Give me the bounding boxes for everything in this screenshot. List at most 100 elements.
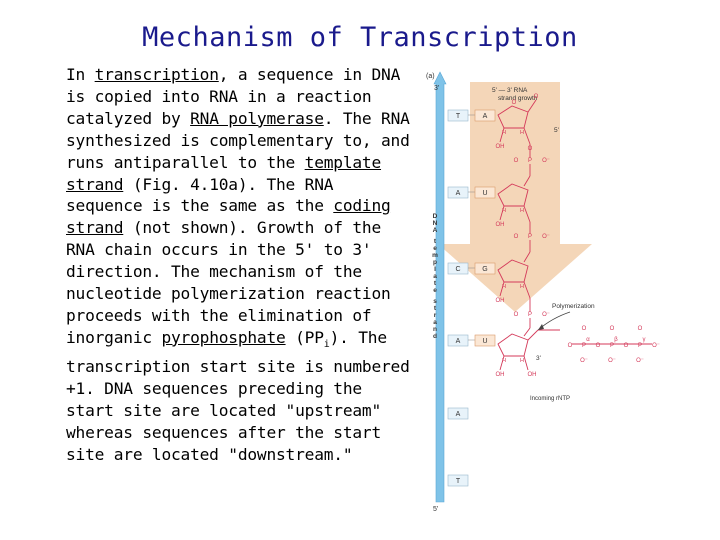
rna-base: G	[482, 266, 487, 273]
atom-label: α	[586, 337, 590, 343]
atom-labels: O O P O O⁻ O P O O⁻ P O O⁻ OH OH OH OH O…	[496, 94, 660, 378]
three-prime-label: 3'	[536, 355, 541, 362]
ribose-ring	[497, 105, 529, 129]
atom-label: β	[614, 337, 618, 343]
template-base: C	[455, 266, 460, 273]
template-bases: T A C A A T	[447, 109, 469, 487]
bond	[499, 205, 505, 221]
bond	[499, 127, 505, 143]
bond	[523, 281, 531, 299]
text-segment: (Fig. 4.10a). The RNA sequence is the sa…	[66, 174, 334, 216]
template-base: T	[456, 113, 461, 120]
atom-label: P	[528, 312, 532, 318]
rna-base-box	[474, 109, 496, 122]
rna-base-box	[474, 334, 496, 347]
template-base: A	[456, 190, 461, 197]
atom-label: P	[610, 343, 614, 349]
atom-label: H	[520, 130, 524, 136]
bond	[523, 355, 529, 371]
subscript-i: i	[323, 339, 330, 351]
atom-label: H	[502, 358, 506, 364]
bond	[523, 205, 531, 223]
template-base: A	[456, 411, 461, 418]
template-base: A	[456, 338, 461, 345]
rna-backbone	[497, 99, 652, 371]
term-coding-strand: coding strand	[66, 196, 391, 238]
bond	[527, 329, 539, 341]
text-segment: ). The transcription start site is numbe…	[66, 327, 410, 464]
atom-label: O	[528, 146, 533, 152]
atom-label: OH	[496, 222, 505, 228]
slide-title: Mechanism of Transcription	[142, 22, 578, 53]
atom-label: O	[624, 343, 629, 349]
atom-label: H	[502, 208, 506, 214]
rna-growth-label: 5' — 3' RNA	[492, 87, 528, 94]
body-text: In transcription, a sequence in DNA is c…	[66, 64, 411, 466]
atom-label: O	[596, 343, 601, 349]
atom-label: O	[582, 326, 587, 332]
dna-label-letter: p	[433, 259, 437, 266]
bottom-end-label: 5'	[433, 506, 438, 513]
atom-label: O	[514, 234, 519, 240]
atom-label: O	[514, 158, 519, 164]
template-base-box	[447, 186, 469, 199]
bond	[523, 175, 531, 187]
dna-template-arrow	[433, 71, 447, 503]
dna-label-letter: s	[433, 298, 437, 305]
term-transcription: transcription	[94, 65, 219, 84]
dna-label-letter: n	[433, 326, 437, 333]
template-base-box	[447, 334, 469, 347]
atom-label: H	[502, 284, 506, 290]
bond	[523, 127, 531, 145]
ribose-ring	[497, 259, 529, 283]
atom-label: OH	[528, 372, 537, 378]
template-base-box	[447, 262, 469, 275]
atom-label: O	[514, 312, 519, 318]
atom-label: H	[502, 130, 506, 136]
atom-label: P	[528, 158, 532, 164]
polymerization-label: Polymerization	[552, 303, 595, 310]
bond	[499, 355, 505, 371]
atom-label: O⁻	[542, 234, 550, 240]
dna-label-letter: l	[434, 266, 436, 273]
dna-template-label: D N A t e m p l a t e s t r a n d	[432, 213, 438, 340]
hydrogen-labels: H H H H H H H H	[502, 130, 524, 364]
atom-label: γ	[643, 337, 646, 343]
dna-label-letter: t	[434, 238, 437, 245]
panel-label: (a)	[426, 73, 435, 80]
dna-label-letter: e	[433, 245, 437, 252]
bond	[499, 281, 505, 297]
bond	[523, 327, 531, 337]
template-base: T	[456, 478, 461, 485]
atom-label: O	[568, 343, 573, 349]
atom-label: H	[520, 208, 524, 214]
term-rna-polymerase: RNA polymerase	[190, 108, 324, 128]
incoming-rntp-label: Incoming rNTP	[530, 396, 570, 402]
text-segment: (PP	[285, 327, 324, 347]
atom-label: P	[528, 234, 532, 240]
bond	[527, 99, 537, 113]
base-pair-lines	[468, 114, 475, 341]
rna-base-box	[474, 262, 496, 275]
template-base-box	[447, 407, 469, 420]
dna-label-letter: a	[433, 273, 437, 280]
rna-base: A	[483, 113, 488, 120]
term-template-strand: template strand	[66, 152, 382, 194]
polymerization-arrowhead	[538, 324, 544, 330]
rna-growth-label-2: strand growth	[498, 95, 538, 102]
rna-bases: A U G U	[474, 109, 496, 347]
text-segment: In	[66, 65, 95, 84]
rna-base: U	[482, 338, 487, 345]
term-pyrophosphate: pyrophosphate	[161, 327, 286, 347]
rna-base-box	[474, 186, 496, 199]
dna-label-letter: N	[433, 220, 438, 227]
text-segment: , a sequence in DNA is copied into RNA i…	[66, 65, 401, 128]
text-segment: . The RNA synthesized is complementary t…	[66, 108, 410, 172]
atom-label: P	[638, 343, 642, 349]
dna-label-letter: t	[434, 280, 437, 287]
dna-label-letter: t	[434, 305, 437, 312]
rna-growth-arrow	[438, 82, 592, 312]
top-end-label: 3'	[434, 85, 439, 92]
ribose-ring	[497, 333, 529, 357]
atom-label: O⁻	[542, 158, 550, 164]
